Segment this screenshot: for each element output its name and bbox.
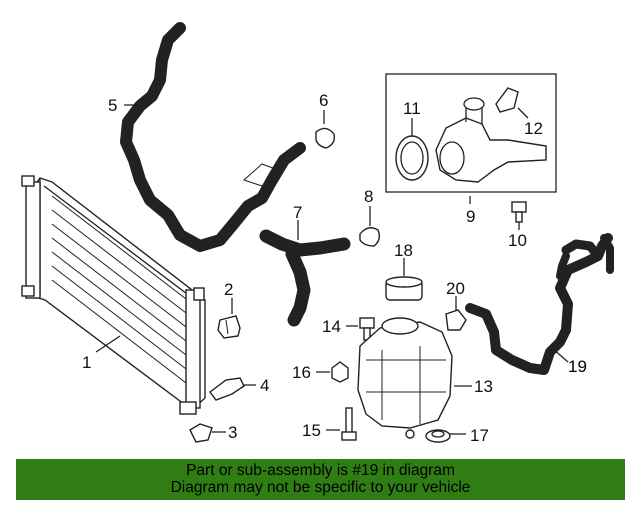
- label-3[interactable]: 3: [228, 423, 237, 442]
- label-4[interactable]: 4: [260, 376, 269, 395]
- clamp-part-8[interactable]: [359, 227, 381, 247]
- label-5[interactable]: 5: [108, 96, 117, 115]
- clamp-part-6[interactable]: [315, 127, 336, 149]
- label-16[interactable]: 16: [292, 363, 311, 382]
- upper-hose-part-5[interactable]: [120, 22, 306, 252]
- label-17[interactable]: 17: [470, 426, 489, 445]
- thermostat-group-box: [385, 73, 557, 193]
- label-9[interactable]: 9: [466, 207, 475, 226]
- label-6[interactable]: 6: [319, 91, 328, 110]
- label-14[interactable]: 14: [322, 317, 341, 336]
- sensor-part-12[interactable]: [495, 87, 519, 113]
- nut-part-16[interactable]: [331, 361, 349, 383]
- label-19[interactable]: 19: [568, 357, 587, 376]
- label-2[interactable]: 2: [224, 280, 233, 299]
- cap-part-18[interactable]: [385, 276, 423, 301]
- bracket-part-2[interactable]: [217, 315, 241, 339]
- label-13[interactable]: 13: [474, 377, 493, 396]
- clamp-part-20[interactable]: [445, 309, 467, 331]
- leader-line-19: [551, 347, 569, 363]
- grommet-part-17[interactable]: [425, 429, 451, 443]
- leader-line-12: [517, 107, 529, 119]
- leader-line-1: [95, 335, 121, 353]
- bolt-part-15[interactable]: [341, 407, 357, 441]
- label-10[interactable]: 10: [508, 231, 527, 250]
- lower-hose-part-7[interactable]: [259, 229, 351, 327]
- label-1[interactable]: 1: [82, 353, 91, 372]
- o-ring-part-11[interactable]: [395, 135, 429, 181]
- label-11[interactable]: 11: [403, 99, 421, 118]
- banner-line-1: Part or sub-assembly is #19 in diagram: [186, 462, 455, 479]
- info-banner: Part or sub-assembly is #19 in diagram D…: [16, 459, 625, 500]
- radiator-part-1[interactable]: [21, 175, 206, 415]
- coolant-reservoir-part-13[interactable]: [357, 317, 453, 439]
- bolt-part-10[interactable]: [511, 201, 527, 223]
- thermostat-housing-part-9[interactable]: [435, 97, 547, 183]
- label-15[interactable]: 15: [302, 421, 321, 440]
- label-7[interactable]: 7: [293, 203, 302, 222]
- highlighted-hose-part-19[interactable]: [465, 233, 614, 375]
- banner-line-2: Diagram may not be specific to your vehi…: [170, 479, 471, 496]
- label-18[interactable]: 18: [394, 241, 413, 260]
- label-8[interactable]: 8: [364, 187, 373, 206]
- label-12[interactable]: 12: [524, 119, 543, 138]
- bracket-part-3[interactable]: [189, 423, 213, 443]
- bracket-part-4[interactable]: [209, 377, 245, 401]
- label-20[interactable]: 20: [446, 279, 465, 298]
